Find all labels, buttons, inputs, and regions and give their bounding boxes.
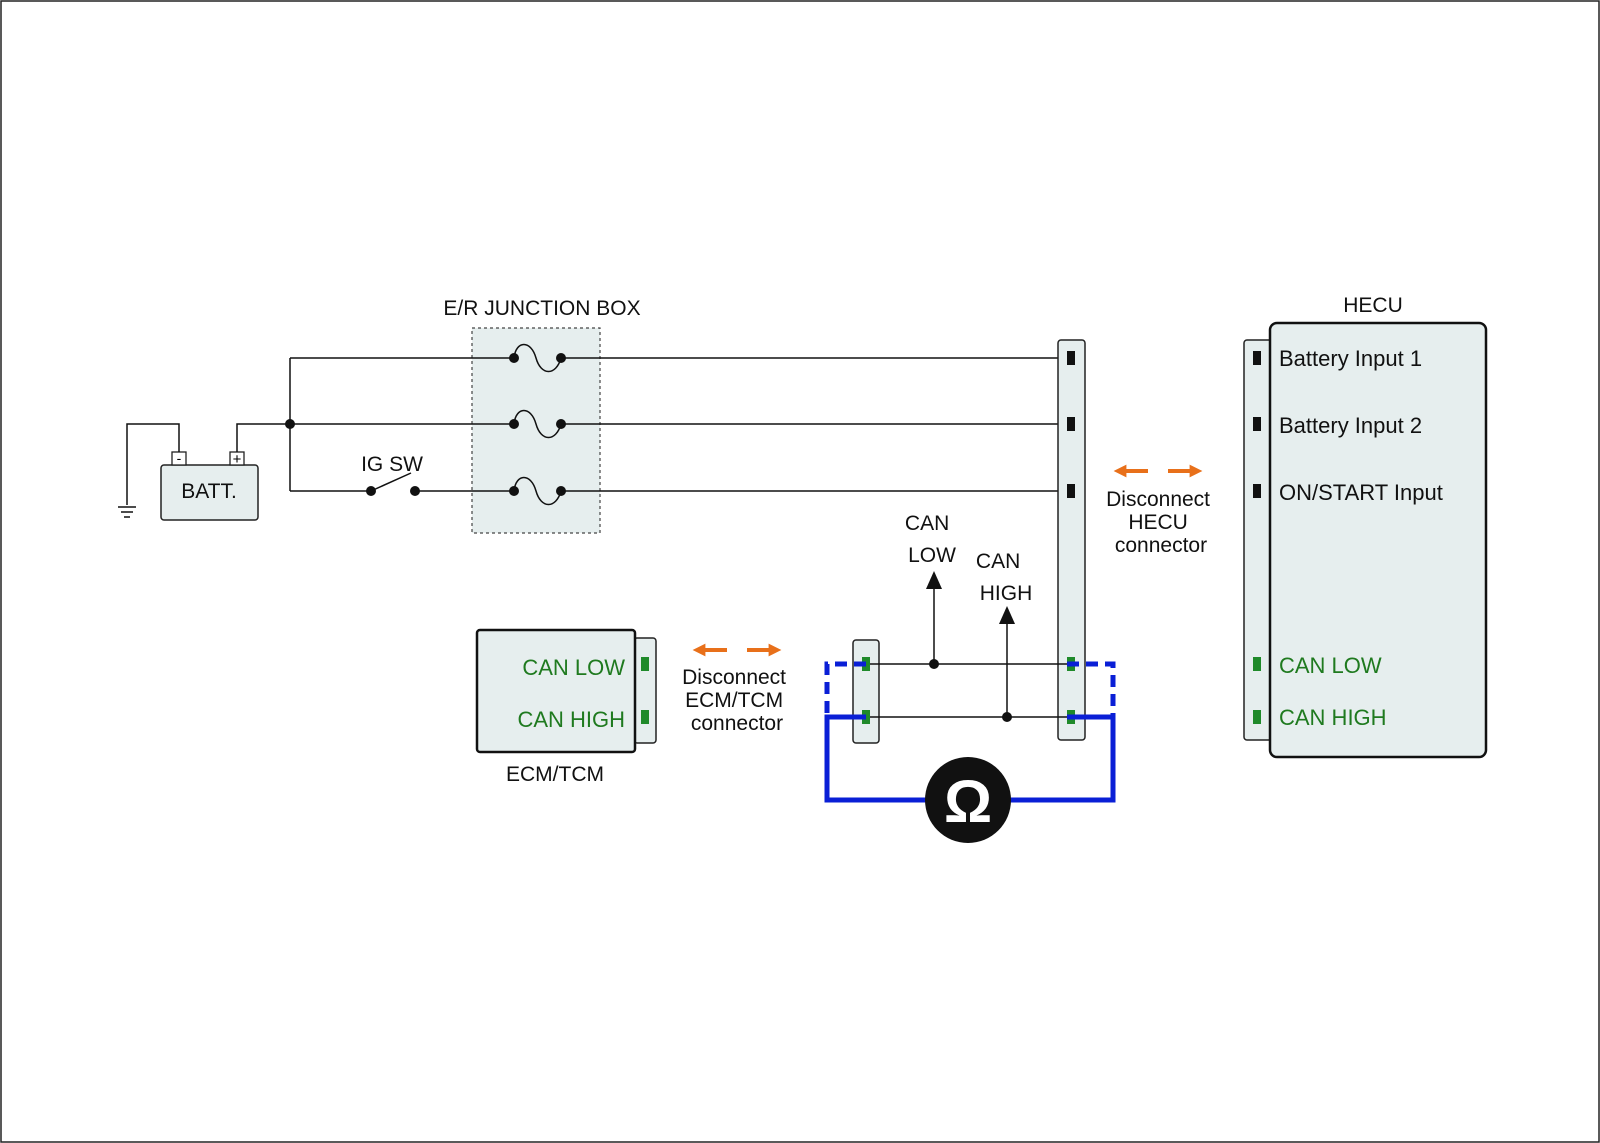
ecm-tcm-title: ECM/TCM <box>506 763 604 786</box>
can-high-label: CAN HIGH <box>976 550 1032 605</box>
hecu-body <box>1268 321 1488 759</box>
can-low-arrow-icon <box>926 571 942 589</box>
junction-box: E/R JUNCTION BOX <box>443 297 641 534</box>
ohmmeter-symbol: Ω <box>944 768 992 835</box>
ecm-tcm-connector <box>633 637 657 744</box>
hecu-pin-can-high: CAN HIGH <box>1279 705 1387 730</box>
ecm-tcm-pin-can-high: CAN HIGH <box>517 707 625 732</box>
fuse-icon <box>509 476 566 506</box>
hecu-title: HECU <box>1343 294 1403 317</box>
ohmmeter-icon: Ω <box>925 757 1011 843</box>
hecu-pin-battery-input-1: Battery Input 1 <box>1279 346 1422 371</box>
can-high-arrow-icon <box>999 606 1015 624</box>
battery-label: BATT. <box>181 480 237 503</box>
ecm-tcm-module: CAN LOW CAN HIGH ECM/TCM <box>475 628 657 786</box>
ohmmeter-leads <box>824 661 1116 803</box>
battery-body <box>160 464 259 521</box>
junction-box-outline <box>471 327 601 534</box>
battery-positive-wire <box>236 423 290 452</box>
disconnect-hecu-note: Disconnect HECU connector <box>1106 488 1216 557</box>
hecu-module: HECU Battery Input 1 Battery Input 2 ON/… <box>1243 294 1488 759</box>
hecu-pin-on-start-input: ON/START Input <box>1279 480 1443 505</box>
ground-icon <box>118 423 180 518</box>
disconnect-ecm-tcm-note: Disconnect ECM/TCM connector <box>682 666 792 735</box>
junction-box-label: E/R JUNCTION BOX <box>443 297 640 320</box>
hecu-harness-connector <box>1057 339 1086 741</box>
battery: BATT. - + <box>160 450 259 521</box>
can-low-label: CAN LOW <box>905 512 956 567</box>
ignition-switch-icon <box>366 472 420 496</box>
battery-positive-sign: + <box>233 451 242 468</box>
ecm-tcm-pin-can-low: CAN LOW <box>522 655 625 680</box>
ecm-tcm-harness-connector <box>852 639 880 744</box>
ecm-tcm-body <box>475 628 637 754</box>
hecu-pin-battery-input-2: Battery Input 2 <box>1279 413 1422 438</box>
ignition-switch-label: IG SW <box>361 453 423 476</box>
hecu-pin-can-low: CAN LOW <box>1279 653 1382 678</box>
hecu-connector <box>1243 339 1273 741</box>
battery-negative-sign: - <box>177 450 182 466</box>
